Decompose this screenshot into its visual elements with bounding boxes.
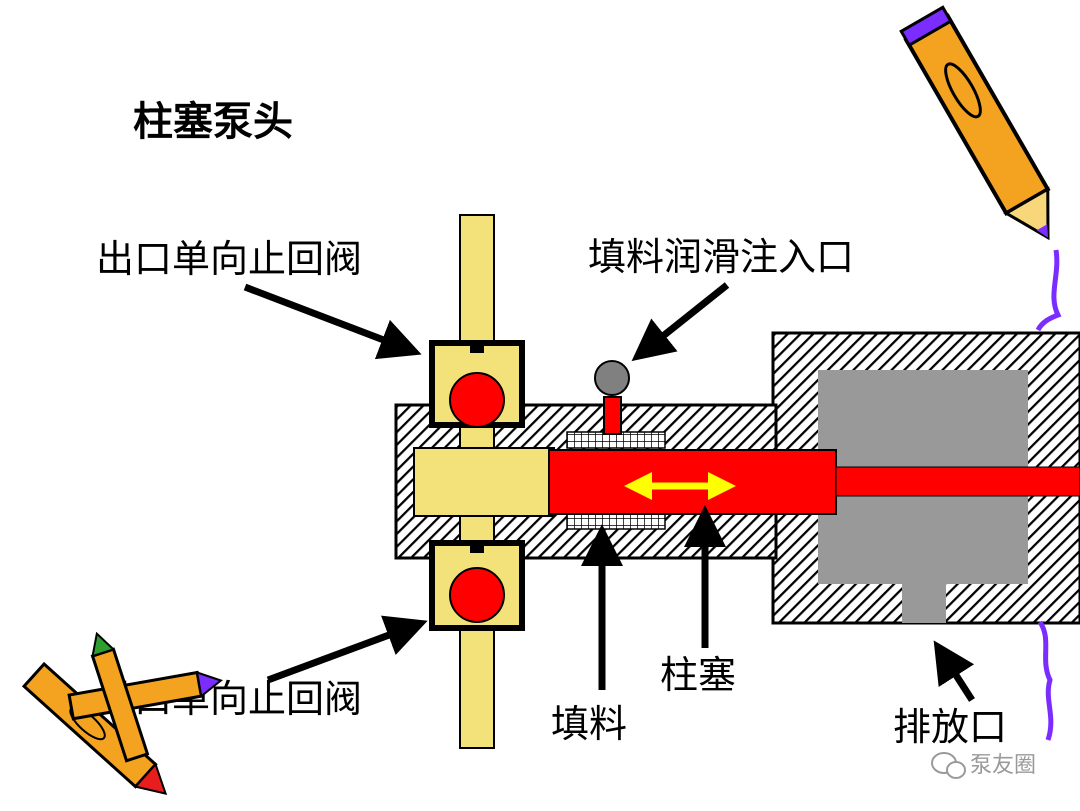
arrow-lube-inlet bbox=[631, 282, 730, 362]
pencil-icon bbox=[899, 5, 1051, 241]
outlet-check-valve bbox=[429, 340, 525, 428]
decorative-squiggle bbox=[1035, 249, 1062, 741]
label-packing: 填料 bbox=[551, 702, 627, 746]
label-lube-inlet: 填料润滑注入口 bbox=[588, 235, 854, 279]
plunger-rod bbox=[548, 449, 837, 515]
inlet-check-valve bbox=[429, 540, 525, 631]
label-outlet-valve: 出口单向止回阀 bbox=[96, 237, 362, 281]
connecting-rod bbox=[835, 466, 1080, 497]
label-drain: 排放口 bbox=[893, 705, 1007, 749]
arrow-outlet-valve bbox=[243, 283, 422, 360]
wechat-icon bbox=[931, 752, 966, 779]
crayon-icon bbox=[21, 631, 223, 795]
label-plunger: 柱塞 bbox=[660, 653, 736, 697]
packing-lower bbox=[566, 512, 666, 530]
watermark: 泵友圈 bbox=[931, 752, 1036, 779]
lube-nipple bbox=[594, 360, 630, 435]
arrow-drain bbox=[933, 640, 975, 702]
watermark-text: 泵友圈 bbox=[970, 753, 1036, 778]
arrow-inlet-valve bbox=[266, 615, 428, 684]
diagram-title: 柱塞泵头 bbox=[133, 99, 293, 145]
pump-chamber bbox=[413, 447, 555, 517]
